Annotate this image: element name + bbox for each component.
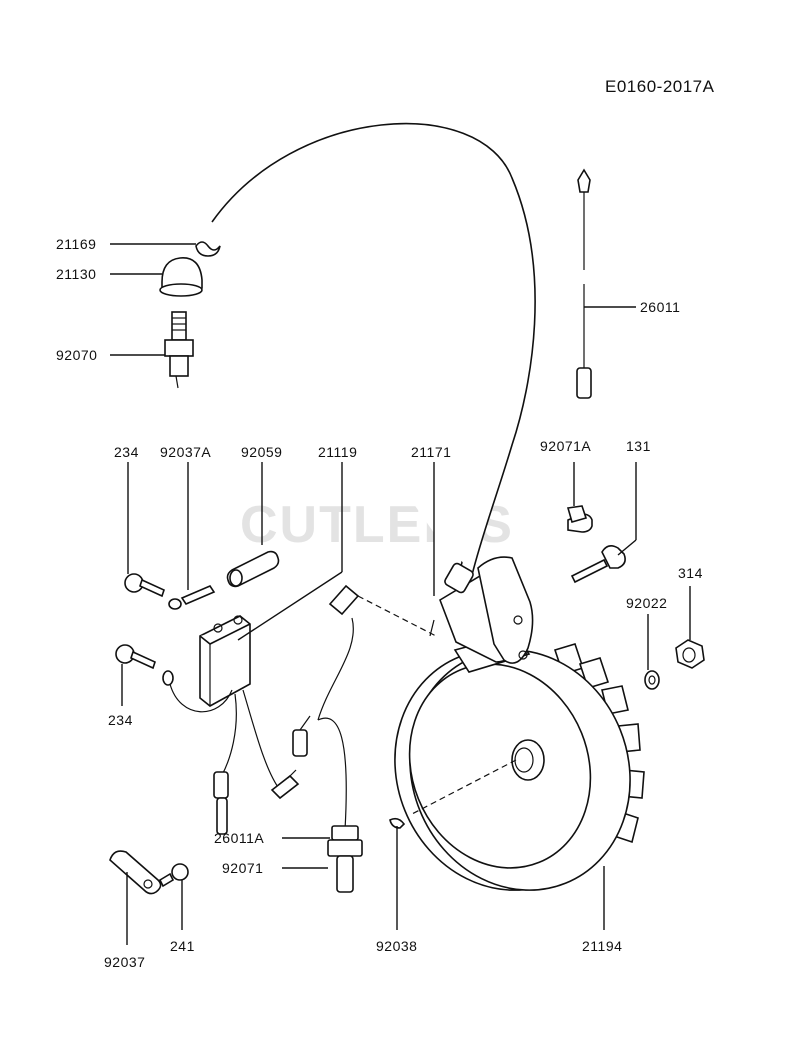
label-26011: 26011 (640, 299, 680, 315)
label-21119: 21119 (318, 444, 357, 460)
stop-wire-lead (576, 168, 592, 399)
label-21171: 21171 (411, 444, 451, 460)
label-314: 314 (678, 565, 703, 581)
ignition-module (199, 615, 251, 707)
label-241: 241 (170, 938, 195, 954)
label-92037A: 92037A (160, 444, 211, 460)
nut-314 (675, 639, 705, 669)
clip-92071A (566, 505, 593, 533)
label-21130: 21130 (56, 266, 96, 282)
woodruff-key (389, 817, 406, 829)
tube-92059 (226, 550, 280, 588)
flywheel (394, 633, 645, 891)
label-92070: 92070 (56, 347, 97, 363)
terminal-ring (162, 670, 174, 686)
label-26011A: 26011A (214, 830, 264, 846)
label-131: 131 (626, 438, 651, 454)
label-92038: 92038 (376, 938, 417, 954)
connector-21171 (328, 584, 437, 637)
washer-92022 (644, 670, 660, 690)
clamp-92037 (109, 850, 162, 895)
label-234-lower: 234 (108, 712, 133, 728)
screw-234-lower (115, 644, 156, 670)
spark-plug (164, 311, 194, 389)
coil-assembly (429, 556, 534, 664)
label-234-upper: 234 (114, 444, 139, 460)
bolt-131 (570, 544, 626, 584)
label-92071A: 92071A (540, 438, 591, 454)
wiring-harness (169, 617, 354, 835)
leader-lines (110, 243, 691, 945)
spark-plug-cap (159, 257, 203, 297)
part-labels: 21169 21130 92070 26011 234 92037A 92059… (56, 236, 703, 970)
screw-241 (158, 863, 189, 888)
screw-234-upper (124, 573, 165, 598)
diagram-code: E0160-2017A (605, 77, 715, 96)
label-92059: 92059 (241, 444, 282, 460)
plug-cap-clip (195, 241, 221, 257)
label-21169: 21169 (56, 236, 96, 252)
label-92022: 92022 (626, 595, 667, 611)
stop-lead-26011A (327, 825, 363, 893)
ignition-cord (211, 122, 536, 576)
label-92037: 92037 (104, 954, 145, 970)
washer-92037A (168, 585, 216, 610)
label-21194: 21194 (582, 938, 622, 954)
label-92071: 92071 (222, 860, 263, 876)
